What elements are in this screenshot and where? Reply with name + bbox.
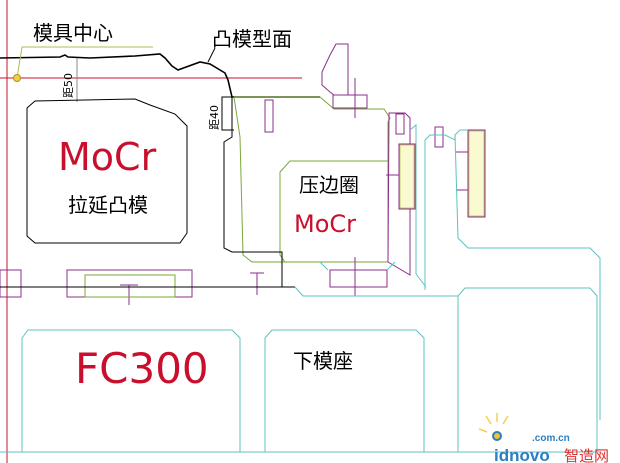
die-center-leader bbox=[16, 46, 153, 79]
hatched-guide-2 bbox=[468, 130, 485, 217]
punch-surface-leader bbox=[207, 47, 216, 63]
label-lower-shoe-material: FC300 bbox=[75, 344, 209, 393]
label-binder-material: MoCr bbox=[294, 210, 356, 238]
label-dim-40: 距40 bbox=[208, 105, 221, 130]
draw-punch-outline bbox=[26, 98, 188, 244]
label-lower-shoe-name: 下模座 bbox=[293, 349, 353, 373]
binder-outline bbox=[233, 96, 282, 263]
hatched-guide-1 bbox=[399, 144, 415, 209]
punch-surface-profile bbox=[0, 53, 320, 98]
watermark-brand: idnovo bbox=[494, 446, 550, 463]
green-key bbox=[84, 274, 176, 298]
dimension-40-line bbox=[221, 96, 234, 131]
lower-shoe-outline bbox=[0, 123, 601, 453]
binder-inner bbox=[279, 160, 389, 263]
label-punch-name: 拉延凸模 bbox=[68, 193, 148, 217]
label-binder-name: 压边圈 bbox=[299, 173, 359, 197]
idnovo-watermark-logo: .com.cn idnovo 智造网 bbox=[478, 413, 609, 463]
die-center-marker bbox=[13, 74, 21, 82]
label-die-center: 模具中心 bbox=[33, 21, 113, 45]
watermark-brand-cn: 智造网 bbox=[564, 447, 609, 463]
label-dim-50: 距50 bbox=[62, 73, 75, 98]
label-punch-surface: 凸模型面 bbox=[212, 27, 292, 51]
punch-side-wall bbox=[223, 97, 283, 287]
label-punch-material: MoCr bbox=[58, 135, 157, 179]
watermark-domain: .com.cn bbox=[532, 433, 570, 444]
